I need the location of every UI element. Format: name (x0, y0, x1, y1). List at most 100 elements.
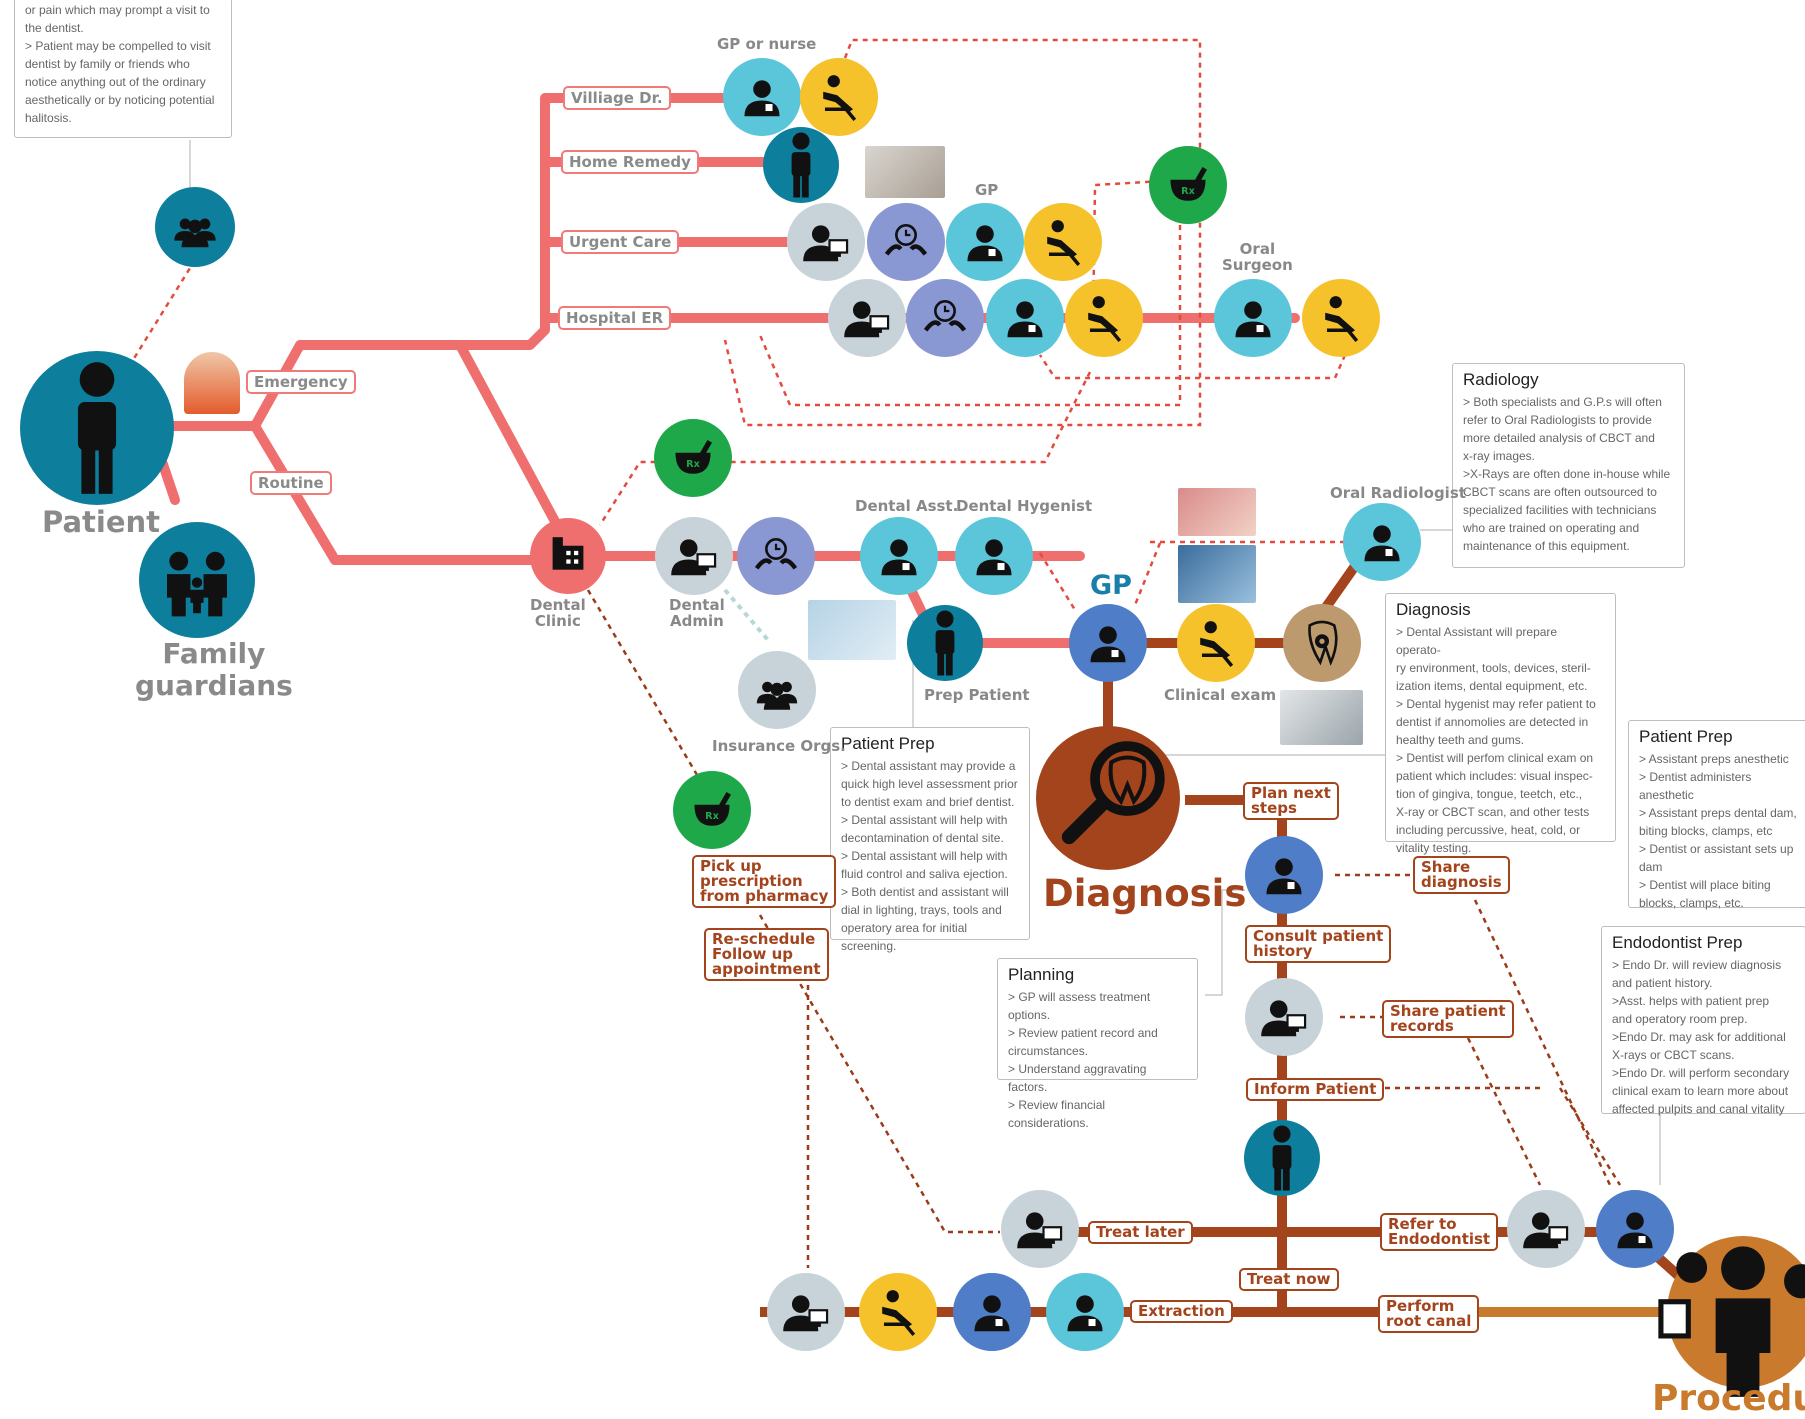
caption-oral-surgeon: Oral Surgeon (1222, 240, 1293, 274)
rx-icon: Rx (675, 439, 713, 474)
chair-icon (823, 75, 857, 121)
chair-icon (882, 1290, 916, 1336)
admin-icon (803, 225, 849, 262)
doctor-icon (1007, 301, 1043, 338)
label-treat-later: Treat later (1088, 1221, 1193, 1244)
rx-icon: Rx (1170, 166, 1208, 201)
label-emergency: Emergency (246, 370, 356, 394)
xray-node (1283, 604, 1361, 682)
treat-later-admin-node (1001, 1190, 1079, 1268)
dental-admin-node (655, 517, 733, 595)
endodontist-node (1596, 1190, 1674, 1268)
dentist-icon (1617, 1212, 1653, 1249)
note-patient-prep: Patient Prep > Dental assistant may prov… (830, 727, 1030, 953)
group-icon (756, 681, 798, 710)
rx-icon: Rx (694, 791, 732, 826)
photo-elderly-couple (865, 146, 945, 198)
hyg-icon (976, 539, 1012, 576)
family-icon (166, 551, 228, 617)
caption-gp-top: GP (975, 181, 999, 199)
clock-icon (923, 300, 967, 332)
urgent-admin-node (787, 203, 865, 281)
prep-patient-node (907, 605, 983, 681)
dental-asst-node (860, 517, 938, 595)
er-gp-node (986, 279, 1064, 357)
caption-oral-radiologist: Oral Radiologist (1330, 484, 1466, 502)
urgent-chair-node (1024, 203, 1102, 281)
urgent-wait-node (867, 203, 945, 281)
extraction-dentist-node (953, 1273, 1031, 1351)
er-wait-node (906, 279, 984, 357)
oral-radiologist-node (1343, 503, 1421, 581)
label-perform-root-canal: Perform root canal (1378, 1295, 1480, 1333)
dental-clinic-node (530, 518, 606, 594)
svg-text:Rx: Rx (686, 459, 700, 470)
photo-dental-tool (1178, 488, 1256, 536)
note-diagnosis: Diagnosis > Dental Assistant will prepar… (1385, 593, 1616, 855)
gp-dentist-node (1069, 604, 1147, 682)
photo-patient-chair (808, 600, 896, 660)
procedure-node (1658, 1236, 1805, 1397)
asst-icon (881, 539, 917, 576)
dentist-icon (1090, 626, 1126, 663)
admin-icon (1523, 1212, 1569, 1249)
heading-diagnosis: Diagnosis (1043, 872, 1247, 915)
heading-gp: GP (1090, 570, 1132, 601)
person-icon (1272, 1125, 1292, 1191)
magnifier-icon (1061, 741, 1165, 845)
home-remedy-person-node (763, 127, 839, 203)
gp-nurse-node (723, 58, 801, 136)
admin-icon (844, 301, 890, 338)
admin-icon (1261, 1000, 1307, 1037)
label-pick-up-prescription: Pick up prescription from pharmacy (692, 855, 837, 908)
photo-dentist-exam (1178, 545, 1256, 603)
endo-admin-node (1507, 1190, 1585, 1268)
person-icon (791, 132, 811, 198)
insurance-node (738, 651, 816, 729)
clock-icon (884, 224, 928, 256)
label-hospital-er: Hospital ER (558, 306, 672, 330)
caption-clinical-exam: Clinical exam (1164, 686, 1277, 704)
label-extraction: Extraction (1130, 1300, 1233, 1323)
chair-icon (1088, 296, 1122, 342)
family-group-node (155, 187, 235, 267)
caption-prep-patient: Prep Patient (924, 686, 1030, 704)
svg-text:Rx: Rx (1181, 186, 1195, 197)
dental-wait-node (737, 517, 815, 595)
label-routine: Routine (250, 471, 332, 495)
er-chair-node (1065, 279, 1143, 357)
photo-woman-toothache (184, 352, 240, 414)
surgeon-icon (1235, 301, 1271, 338)
admin-icon (1017, 1212, 1063, 1249)
group-icon (174, 218, 216, 248)
oral-surgeon-node (1214, 279, 1292, 357)
note-planning: Planning > GP will assess treatment opti… (997, 958, 1198, 1130)
dentist-icon (974, 1295, 1010, 1332)
chair-icon (1047, 220, 1081, 266)
patient-node (20, 351, 174, 505)
label-village-dr: Villiage Dr. (563, 86, 671, 110)
doctor-icon (967, 225, 1003, 262)
note-endodontist-prep: Endodontist Prep > Endo Dr. will review … (1601, 926, 1805, 1116)
pharmacy-bottom-node: Rx (673, 771, 751, 849)
procedure-icon (1658, 1246, 1805, 1397)
dental-hygenist-node (955, 517, 1033, 595)
asst-icon (1067, 1295, 1103, 1332)
xray-icon (1308, 620, 1338, 666)
label-home-remedy: Home Remedy (561, 150, 699, 174)
caption-gp-or-nurse: GP or nurse (717, 35, 817, 53)
label-inform-patient: Inform Patient (1246, 1078, 1385, 1101)
diagnosis-magnifier-node (1036, 726, 1180, 870)
caption-dental-asst: Dental Asst. (855, 497, 959, 515)
chair-icon (1200, 621, 1234, 667)
doctor-icon (744, 80, 780, 117)
extraction-asst-node (1046, 1273, 1124, 1351)
oral-surgeon-chair-node (1302, 279, 1380, 357)
label-share-records: Share patient records (1382, 1000, 1514, 1038)
svg-text:Rx: Rx (705, 811, 719, 822)
person-icon (77, 362, 117, 494)
heading-procedure: Procedure (1652, 1378, 1805, 1419)
heading-family: Family guardians (135, 637, 293, 702)
